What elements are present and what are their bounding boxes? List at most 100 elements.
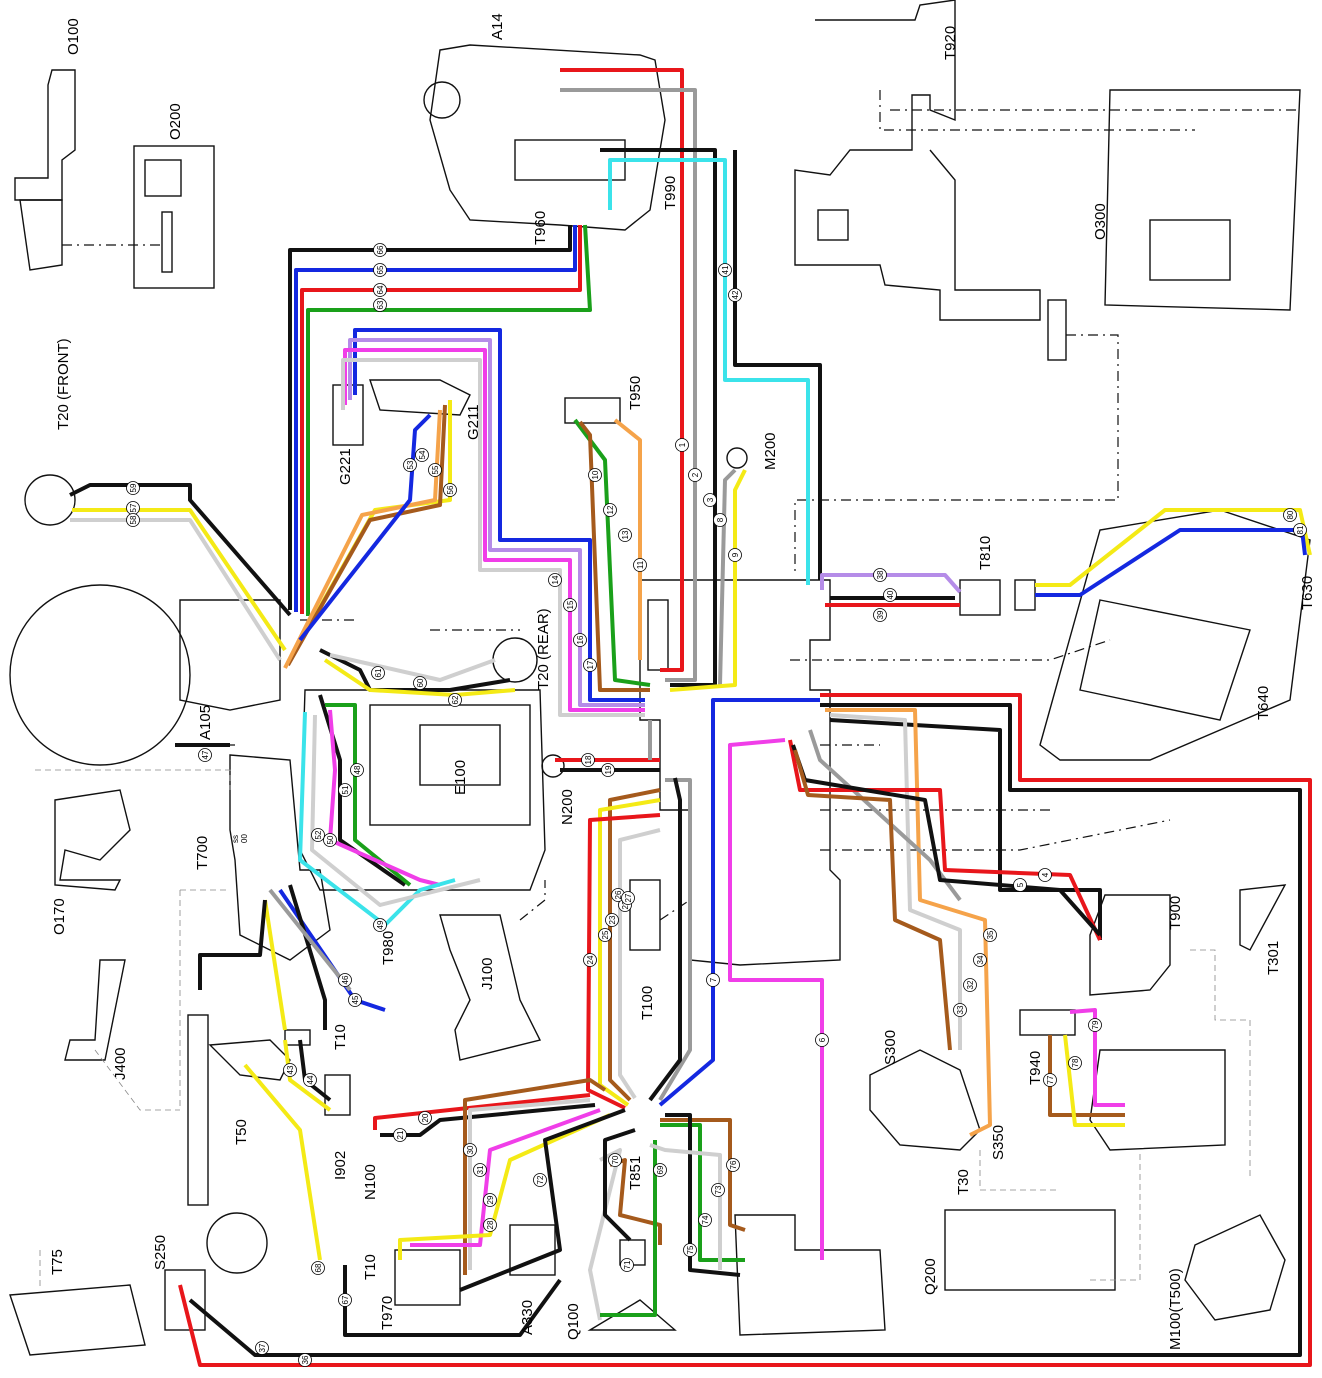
svg-text:27: 27 bbox=[624, 893, 633, 902]
label-g221: G221 bbox=[337, 448, 354, 485]
label-n100: N100 bbox=[362, 1164, 379, 1200]
svg-text:54: 54 bbox=[418, 450, 427, 459]
svg-text:2: 2 bbox=[691, 472, 700, 477]
svg-text:4: 4 bbox=[1041, 872, 1050, 877]
svg-text:38: 38 bbox=[876, 570, 885, 579]
svg-text:69: 69 bbox=[656, 1165, 665, 1174]
svg-text:65: 65 bbox=[376, 265, 385, 274]
wire-number-badge: 16 bbox=[573, 633, 587, 647]
svg-text:70: 70 bbox=[611, 1155, 620, 1164]
wire-number-badge: 42 bbox=[728, 288, 742, 302]
label-s250: S250 bbox=[152, 1235, 169, 1270]
wire-number-badge: 69 bbox=[653, 1163, 667, 1177]
wire-number-badge: 12 bbox=[603, 503, 617, 517]
svg-text:6: 6 bbox=[818, 1037, 827, 1042]
svg-text:62: 62 bbox=[451, 695, 460, 704]
wire-number-badge: 44 bbox=[303, 1073, 317, 1087]
wire-number-badge: 30 bbox=[463, 1143, 477, 1157]
svg-text:8: 8 bbox=[716, 517, 725, 522]
svg-text:14: 14 bbox=[551, 575, 560, 584]
label-s350: S350 bbox=[990, 1125, 1007, 1160]
wire-number-badge: 80 bbox=[1283, 508, 1297, 522]
label-q100: Q100 bbox=[565, 1303, 582, 1340]
label-t970: T970 bbox=[379, 1296, 396, 1330]
svg-text:26: 26 bbox=[614, 890, 623, 899]
svg-text:19: 19 bbox=[604, 765, 613, 774]
wire-number-badge: 21 bbox=[393, 1128, 407, 1142]
wire-number-badge: 13 bbox=[618, 528, 632, 542]
label-n200: N200 bbox=[559, 789, 576, 825]
svg-text:73: 73 bbox=[714, 1185, 723, 1194]
svg-text:5: 5 bbox=[1016, 882, 1025, 887]
label-m200: M200 bbox=[762, 432, 779, 470]
label-o200: O200 bbox=[167, 103, 184, 140]
wire-number-badge: 2 bbox=[688, 468, 702, 482]
svg-text:13: 13 bbox=[621, 530, 630, 539]
wire-number-badge: 35 bbox=[983, 928, 997, 942]
svg-text:68: 68 bbox=[314, 1263, 323, 1272]
wire-number-badges: 1234567891011121314151617181920212223242… bbox=[126, 243, 1307, 1367]
wire-number-badge: 62 bbox=[448, 693, 462, 707]
svg-text:59: 59 bbox=[129, 483, 138, 492]
svg-text:3: 3 bbox=[706, 497, 715, 502]
svg-text:58: 58 bbox=[129, 515, 138, 524]
svg-text:42: 42 bbox=[731, 290, 740, 299]
svg-text:74: 74 bbox=[701, 1215, 710, 1224]
label-q200: Q200 bbox=[922, 1258, 939, 1295]
svg-text:12: 12 bbox=[606, 505, 615, 514]
label-t30: T30 bbox=[955, 1169, 972, 1195]
wire-number-badge: 25 bbox=[598, 928, 612, 942]
wire-number-badge: 45 bbox=[348, 993, 362, 1007]
wire-number-badge: 8 bbox=[713, 513, 727, 527]
label-t10a: T10 bbox=[332, 1024, 349, 1050]
label-t700: T700 bbox=[194, 836, 211, 870]
wire-number-badge: 15 bbox=[563, 598, 577, 612]
label-t920: T920 bbox=[942, 26, 959, 60]
svg-text:7: 7 bbox=[709, 977, 718, 982]
wire-number-badge: 29 bbox=[483, 1193, 497, 1207]
wire-number-badge: 75 bbox=[683, 1243, 697, 1257]
wire-number-badge: 77 bbox=[1043, 1073, 1057, 1087]
wire-number-badge: 48 bbox=[350, 763, 364, 777]
wire-number-badge: 59 bbox=[126, 481, 140, 495]
svg-text:61: 61 bbox=[374, 668, 383, 677]
wire-number-badge: 65 bbox=[373, 263, 387, 277]
svg-text:46: 46 bbox=[341, 975, 350, 984]
wire-number-badge: 61 bbox=[371, 666, 385, 680]
label-t50: T50 bbox=[233, 1119, 250, 1145]
svg-text:40: 40 bbox=[886, 590, 895, 599]
label-o170: O170 bbox=[51, 898, 68, 935]
wire-number-badge: 14 bbox=[548, 573, 562, 587]
svg-text:71: 71 bbox=[623, 1260, 632, 1269]
svg-text:51: 51 bbox=[341, 785, 350, 794]
svg-text:53: 53 bbox=[406, 460, 415, 469]
svg-text:81: 81 bbox=[1296, 525, 1305, 534]
svg-text:49: 49 bbox=[376, 920, 385, 929]
svg-text:55: 55 bbox=[431, 465, 440, 474]
svg-text:50: 50 bbox=[326, 835, 335, 844]
label-t10b: T10 bbox=[362, 1254, 379, 1280]
label-t100: T100 bbox=[639, 986, 656, 1020]
svg-text:9: 9 bbox=[731, 552, 740, 557]
svg-text:32: 32 bbox=[966, 980, 975, 989]
wire-number-badge: 5 bbox=[1013, 878, 1027, 892]
wire-number-badge: 50 bbox=[323, 833, 337, 847]
wire-number-badge: 1 bbox=[675, 438, 689, 452]
svg-text:52: 52 bbox=[314, 830, 323, 839]
wire-number-badge: 71 bbox=[620, 1258, 634, 1272]
wire-number-badge: 34 bbox=[973, 953, 987, 967]
label-t20r: T20 (REAR) bbox=[535, 608, 552, 690]
wire-number-badge: 6 bbox=[815, 1033, 829, 1047]
wire-number-badge: 53 bbox=[403, 458, 417, 472]
svg-text:17: 17 bbox=[586, 660, 595, 669]
wire-number-badge: 76 bbox=[726, 1158, 740, 1172]
wire-number-badge: 7 bbox=[706, 973, 720, 987]
svg-text:22: 22 bbox=[621, 900, 630, 909]
svg-text:56: 56 bbox=[446, 485, 455, 494]
svg-text:23: 23 bbox=[608, 915, 617, 924]
svg-text:63: 63 bbox=[376, 300, 385, 309]
label-t990: T990 bbox=[662, 176, 679, 210]
wire-number-badge: 38 bbox=[873, 568, 887, 582]
wire-number-badge: 67 bbox=[338, 1293, 352, 1307]
